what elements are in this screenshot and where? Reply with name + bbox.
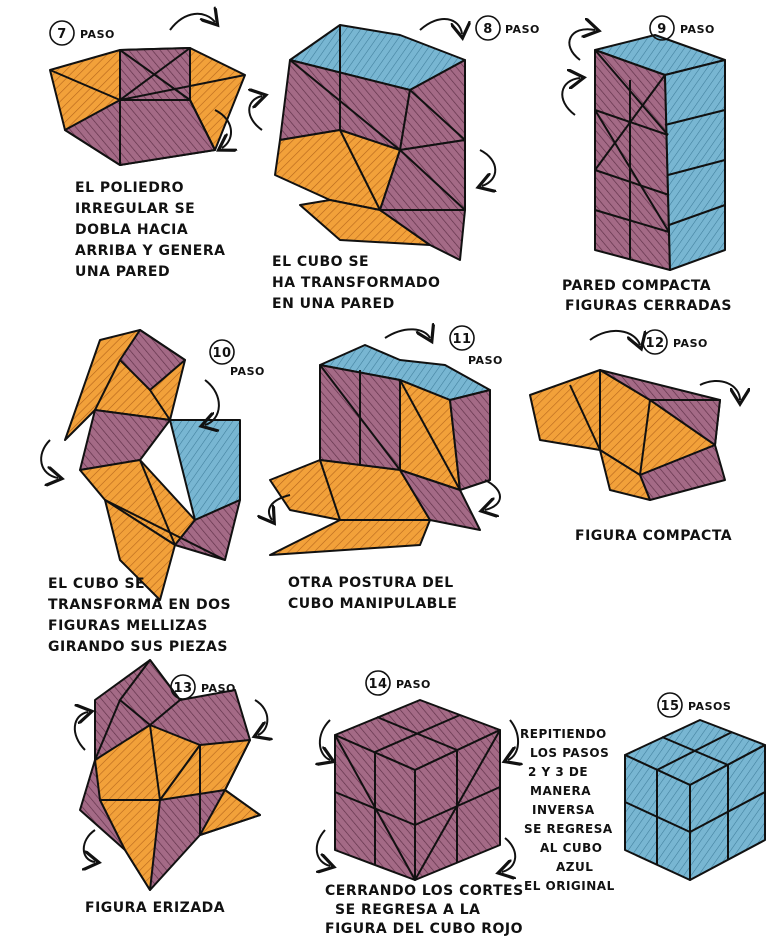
- step-9-word: PASO: [680, 23, 715, 36]
- caption-line: SE REGRESA A LA: [335, 902, 480, 918]
- caption-line: EN UNA PARED: [272, 296, 395, 312]
- step-8-caption: EL CUBO SE HA TRANSFORMADO EN UNA PARED: [272, 254, 440, 312]
- step-14-label: 14 PASO: [366, 671, 431, 695]
- step-7-label: 7 PASO: [50, 21, 115, 45]
- caption-line: ARRIBA Y GENERA: [75, 243, 225, 259]
- step-11-label: 11 PASO: [450, 326, 503, 367]
- caption-line: OTRA POSTURA DEL: [288, 575, 454, 591]
- step-10-word: PASO: [230, 365, 265, 378]
- caption-line: IRREGULAR SE: [75, 201, 195, 217]
- step-11-figure: [269, 329, 500, 555]
- step-15-figure: [625, 720, 765, 880]
- caption-line: PARED COMPACTA: [562, 278, 711, 294]
- step-15-label: 15 PASOS: [658, 693, 731, 717]
- step-9-label: 9 PASO: [650, 16, 715, 40]
- step-14-number: 14: [368, 677, 387, 692]
- caption-line: EL CUBO SE: [48, 576, 145, 592]
- step-11-caption: OTRA POSTURA DEL CUBO MANIPULABLE: [288, 575, 457, 612]
- step-10-figure: [41, 330, 240, 600]
- caption-line: CUBO MANIPULABLE: [288, 596, 457, 612]
- side-note-line: EL ORIGINAL: [524, 879, 615, 893]
- step-12-figure: [530, 331, 740, 500]
- caption-line: TRANSFORMA EN DOS: [48, 597, 231, 613]
- step-12-word: PASO: [673, 337, 708, 350]
- step-14-figure: [317, 700, 518, 880]
- caption-line: FIGURA COMPACTA: [575, 528, 732, 544]
- caption-line: HA TRANSFORMADO: [272, 275, 440, 291]
- step-12-number: 12: [645, 336, 664, 351]
- step-13-number: 13: [173, 681, 192, 696]
- step-10-number: 10: [212, 346, 231, 361]
- step-13-figure: [75, 660, 268, 890]
- caption-line: EL POLIEDRO: [75, 180, 184, 196]
- side-note: REPITIENDO LOS PASOS 2 Y 3 DE MANERA INV…: [520, 727, 615, 893]
- caption-line: CERRANDO LOS CORTES: [325, 883, 524, 899]
- caption-line: GIRANDO SUS PIEZAS: [48, 639, 228, 655]
- step-15-number: 15: [660, 699, 679, 714]
- caption-line: FIGURA ERIZADA: [85, 900, 225, 916]
- side-note-line: MANERA: [530, 784, 591, 798]
- side-note-line: LOS PASOS: [530, 746, 609, 760]
- step-12-label: 12 PASO: [643, 330, 708, 354]
- step-11-word: PASO: [468, 354, 503, 367]
- step-15-word: PASOS: [688, 700, 731, 713]
- step-8-figure: [249, 19, 495, 260]
- caption-line: DOBLA HACIA: [75, 222, 188, 238]
- step-13-word: PASO: [201, 682, 236, 695]
- step-12-caption: FIGURA COMPACTA: [575, 528, 732, 544]
- side-note-line: REPITIENDO: [520, 727, 607, 741]
- caption-line: FIGURA DEL CUBO ROJO: [325, 921, 523, 937]
- step-8-word: PASO: [505, 23, 540, 36]
- step-10-caption: EL CUBO SE TRANSFORMA EN DOS FIGURAS MEL…: [48, 576, 231, 655]
- side-note-line: INVERSA: [532, 803, 595, 817]
- step-9-caption: PARED COMPACTA FIGURAS CERRADAS: [562, 278, 732, 314]
- step-10-label: 10 PASO: [210, 340, 265, 378]
- step-9-number: 9: [657, 22, 667, 37]
- step-14-word: PASO: [396, 678, 431, 691]
- step-7-number: 7: [57, 27, 67, 42]
- step-7-caption: EL POLIEDRO IRREGULAR SE DOBLA HACIA ARR…: [75, 180, 225, 280]
- step-9-figure: [562, 29, 725, 270]
- caption-line: FIGURAS MELLIZAS: [48, 618, 208, 634]
- side-note-line: 2 Y 3 DE: [528, 765, 588, 779]
- step-7-word: PASO: [80, 28, 115, 41]
- step-14-caption: CERRANDO LOS CORTES SE REGRESA A LA FIGU…: [325, 883, 524, 937]
- side-note-line: AZUL: [556, 860, 593, 874]
- step-8-label: 8 PASO: [476, 16, 540, 40]
- side-note-line: SE REGRESA: [524, 822, 613, 836]
- caption-line: UNA PARED: [75, 264, 170, 280]
- step-13-caption: FIGURA ERIZADA: [85, 900, 225, 916]
- side-note-line: AL CUBO: [540, 841, 603, 855]
- step-11-number: 11: [452, 332, 471, 347]
- caption-line: EL CUBO SE: [272, 254, 369, 270]
- caption-line: FIGURAS CERRADAS: [565, 298, 732, 314]
- step-8-number: 8: [483, 22, 493, 37]
